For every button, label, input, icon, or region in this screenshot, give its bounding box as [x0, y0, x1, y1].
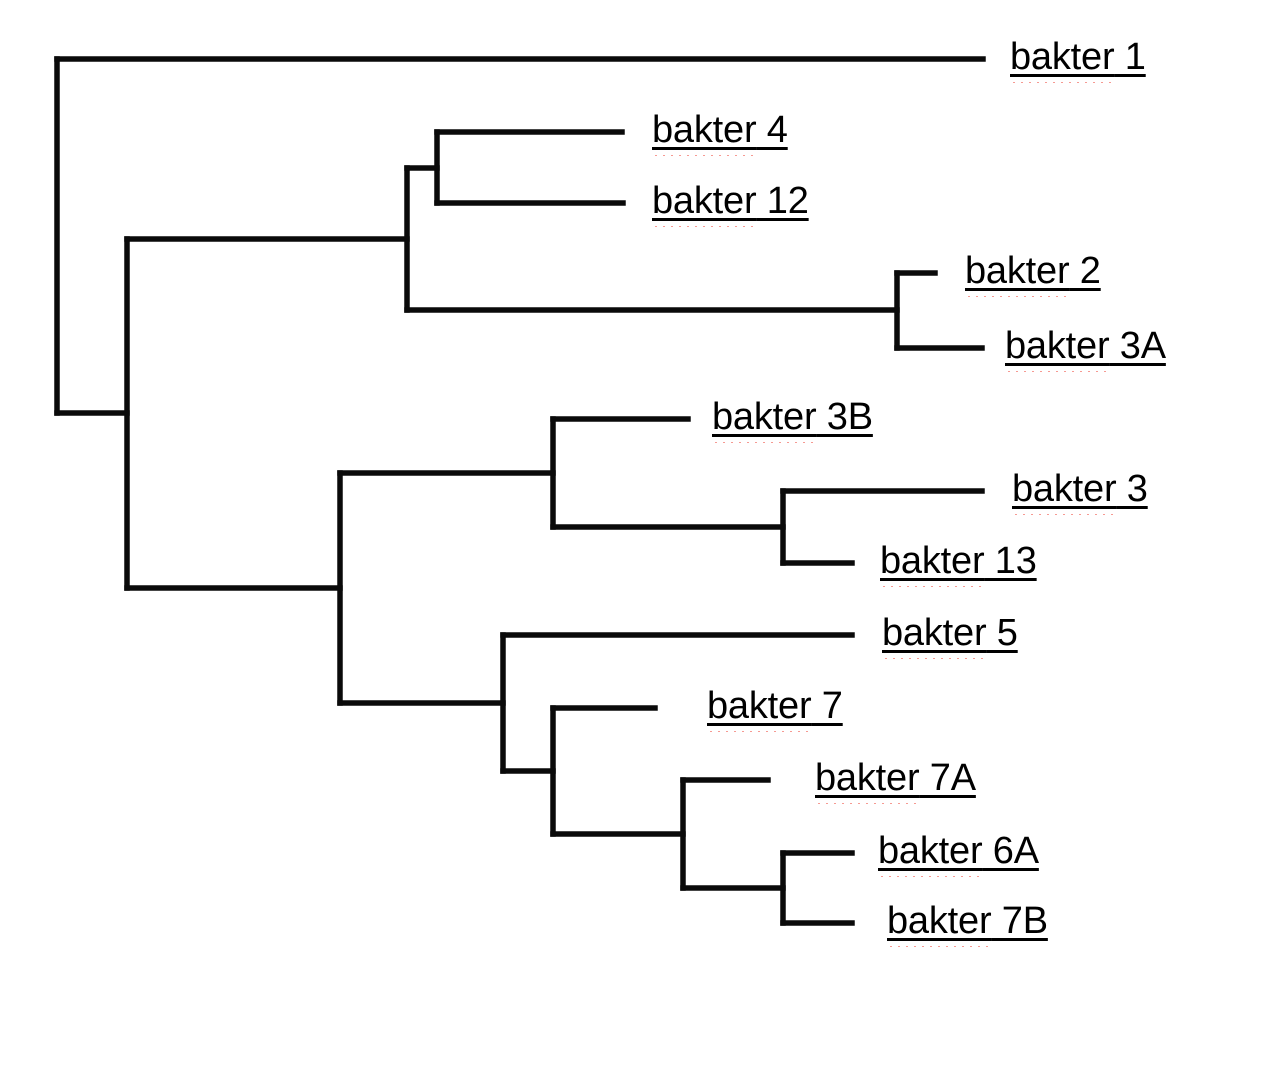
- spellcheck-squiggle: [1005, 365, 1109, 372]
- spellcheck-squiggle: [878, 870, 982, 877]
- leaf-label-word: bakter: [652, 109, 757, 151]
- leaf-label-bakter-1: bakter 1: [1010, 37, 1146, 77]
- leaf-label-suffix: 7: [811, 685, 843, 727]
- leaf-label-bakter-3a: bakter 3A: [1005, 326, 1166, 366]
- leaf-label-bakter-6a: bakter 6A: [878, 831, 1039, 871]
- spellcheck-squiggle: [1010, 76, 1114, 83]
- leaf-label-suffix: 5: [986, 612, 1018, 654]
- leaf-label-bakter-12: bakter 12: [652, 181, 809, 221]
- leaf-label-word: bakter: [880, 540, 985, 582]
- leaf-label-bakter-4: bakter 4: [652, 110, 788, 150]
- spellcheck-squiggle: [965, 290, 1069, 297]
- leaf-label-word: bakter: [1012, 468, 1117, 510]
- leaf-label-word: bakter: [878, 830, 983, 872]
- leaf-label-word: bakter: [1010, 36, 1115, 78]
- spellcheck-squiggle: [882, 652, 986, 659]
- leaf-label-suffix: 6A: [982, 830, 1039, 872]
- leaf-label-word: bakter: [887, 900, 992, 942]
- spellcheck-squiggle: [887, 940, 991, 947]
- spellcheck-squiggle: [880, 580, 984, 587]
- leaf-label-suffix: 7B: [991, 900, 1048, 942]
- leaf-label-bakter-3b: bakter 3B: [712, 397, 873, 437]
- leaf-label-suffix: 4: [756, 109, 788, 151]
- leaf-label-suffix: 1: [1114, 36, 1146, 78]
- leaf-label-suffix: 2: [1069, 250, 1101, 292]
- spellcheck-squiggle: [1012, 508, 1116, 515]
- leaf-label-word: bakter: [1005, 325, 1110, 367]
- spellcheck-squiggle: [815, 797, 919, 804]
- leaf-label-bakter-5: bakter 5: [882, 613, 1018, 653]
- leaf-label-suffix: 7A: [919, 757, 976, 799]
- leaf-label-word: bakter: [815, 757, 920, 799]
- leaf-label-word: bakter: [712, 396, 817, 438]
- leaf-label-word: bakter: [707, 685, 812, 727]
- spellcheck-squiggle: [707, 725, 811, 732]
- leaf-label-suffix: 13: [984, 540, 1037, 582]
- leaf-label-suffix: 3: [1116, 468, 1148, 510]
- spellcheck-squiggle: [712, 436, 816, 443]
- leaf-label-bakter-7a: bakter 7A: [815, 758, 976, 798]
- leaf-label-bakter-7: bakter 7: [707, 686, 843, 726]
- leaf-label-word: bakter: [652, 180, 757, 222]
- leaf-label-word: bakter: [882, 612, 987, 654]
- leaf-label-suffix: 3B: [816, 396, 873, 438]
- leaf-label-suffix: 3A: [1109, 325, 1166, 367]
- leaf-label-bakter-13: bakter 13: [880, 541, 1037, 581]
- spellcheck-squiggle: [652, 149, 756, 156]
- spellcheck-squiggle: [652, 220, 756, 227]
- leaf-label-bakter-7b: bakter 7B: [887, 901, 1048, 941]
- leaf-label-word: bakter: [965, 250, 1070, 292]
- leaf-label-suffix: 12: [756, 180, 809, 222]
- leaf-label-bakter-2: bakter 2: [965, 251, 1101, 291]
- leaf-label-bakter-3: bakter 3: [1012, 469, 1148, 509]
